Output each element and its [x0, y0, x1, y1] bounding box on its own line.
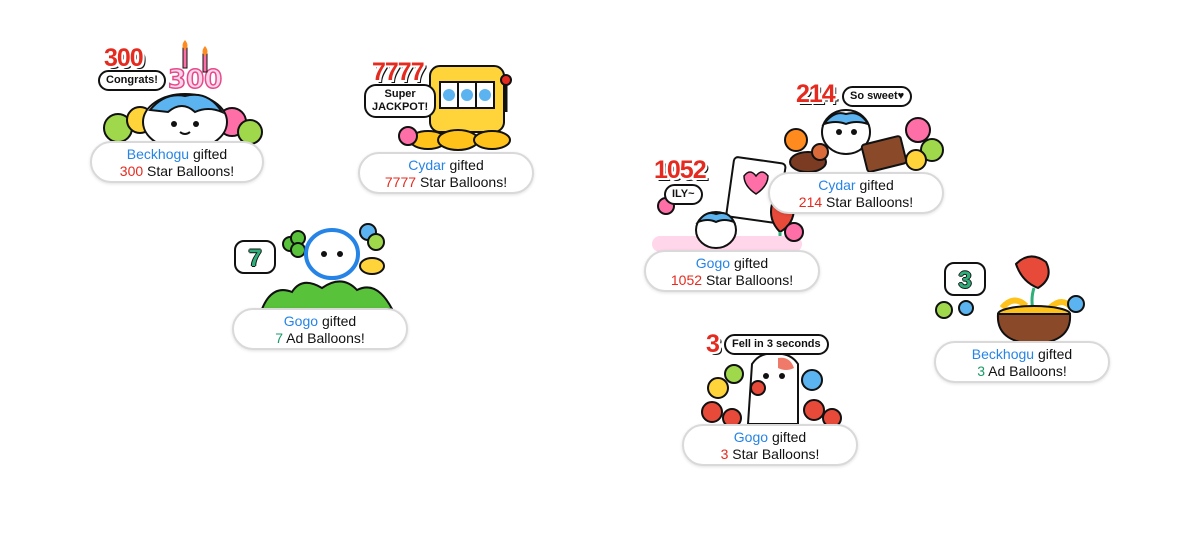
gift-message-pill: Cydar gifted 7777 Star Balloons! [358, 152, 534, 194]
gift-card-gogo-7: 7 Gogo gifted 7 Ad Balloons! [232, 214, 412, 354]
gift-amount: 7777 [384, 174, 417, 190]
gift-verb: gifted [771, 429, 807, 445]
gift-message-pill: Gogo gifted 3 Star Balloons! [682, 424, 858, 466]
gift-line-2: 300 Star Balloons! [92, 163, 262, 180]
gift-speech-bubble: ILY~ [664, 184, 703, 205]
gift-unit: Star Balloons! [732, 446, 820, 462]
gift-message-pill: Cydar gifted 214 Star Balloons! [768, 172, 944, 214]
clover-character-illustration [260, 223, 394, 310]
gift-badge-number: 1052 [654, 156, 707, 184]
gift-message-pill: Beckhogu gifted 300 Star Balloons! [90, 141, 264, 183]
gift-amount: 7 [275, 330, 284, 346]
gift-badge-number: 214 [796, 80, 836, 108]
bubble-line-2: JACKPOT! [372, 101, 429, 113]
gift-username: Gogo [695, 255, 731, 271]
gift-username: Gogo [283, 313, 319, 329]
gift-username: Gogo [733, 429, 769, 445]
gift-line-2: 1052 Star Balloons! [646, 272, 818, 289]
gift-message-pill: Gogo gifted 7 Ad Balloons! [232, 308, 408, 350]
gift-card-cydar-214: 214 So sweet♥ Cydar gifted 214 Star Ball… [768, 76, 948, 216]
gift-card-gogo-3: 3 Fell in 3 seconds Gogo gifted 3 Star B… [682, 328, 862, 468]
gift-badge-number: 300 [104, 44, 144, 72]
gift-line-1: Gogo gifted [684, 429, 856, 446]
gift-card-cydar-7777: 7777 Super JACKPOT! Cydar gifted 7777 St… [358, 52, 538, 197]
slot-machine-illustration [398, 65, 512, 151]
pot-flower-illustration [935, 255, 1085, 346]
gift-verb: gifted [449, 157, 484, 173]
gift-speech-bubble: Congrats! [98, 70, 166, 91]
gift-badge-number: 3 [706, 330, 720, 358]
gift-unit: Ad Balloons! [286, 330, 365, 346]
gift-line-2: 7777 Star Balloons! [360, 174, 532, 191]
gift-card-beckhogu-3: 3 Beckhogu gifted 3 Ad Balloons! [934, 248, 1114, 388]
gift-username: Cydar [818, 177, 856, 193]
gift-badge-number: 7777 [372, 58, 425, 86]
heart-card-illustration [652, 156, 804, 256]
gift-message-pill: Beckhogu gifted 3 Ad Balloons! [934, 341, 1110, 383]
gift-line-1: Gogo gifted [646, 255, 818, 272]
gift-amount: 3 [720, 446, 729, 462]
gift-line-2: 7 Ad Balloons! [234, 330, 406, 347]
gift-verb: gifted [321, 313, 357, 329]
gift-speech-bubble: So sweet♥ [842, 86, 913, 107]
gift-line-2: 3 Star Balloons! [684, 446, 856, 463]
gift-amount: 300 [119, 163, 144, 179]
gift-speech-bubble: Fell in 3 seconds [724, 334, 829, 355]
chocolate-character-illustration [784, 109, 944, 173]
gift-line-1: Cydar gifted [770, 177, 942, 194]
gift-amount: 3 [977, 363, 986, 379]
gift-amount: 1052 [670, 272, 703, 288]
bubble-line-1: Super [384, 88, 416, 100]
gift-badge-number: 3 [944, 262, 986, 296]
gift-badge-number: 7 [234, 240, 276, 274]
gift-verb: gifted [733, 255, 769, 271]
gift-verb: gifted [859, 177, 894, 193]
cake-character-illustration: 300 [103, 40, 263, 151]
gift-line-2: 3 Ad Balloons! [936, 363, 1108, 380]
gift-line-1: Cydar gifted [360, 157, 532, 174]
gift-username: Beckhogu [971, 346, 1035, 362]
gift-amount: 214 [798, 194, 823, 210]
gift-username: Beckhogu [126, 146, 190, 162]
gift-unit: Star Balloons! [826, 194, 914, 210]
gift-verb: gifted [192, 146, 228, 162]
gift-card-gogo-1052: 1052 ILY~ Gogo gifted 1052 Star Balloons… [644, 156, 824, 296]
gift-line-1: Beckhogu gifted [936, 346, 1108, 363]
gift-verb: gifted [1037, 346, 1073, 362]
gift-line-1: Beckhogu gifted [92, 146, 262, 163]
gift-unit: Star Balloons! [419, 174, 508, 190]
gift-unit: Star Balloons! [705, 272, 794, 288]
gift-line-1: Gogo gifted [234, 313, 406, 330]
gift-card-beckhogu-300: 300 300 Congrats! Beckhogu gifted 300 St… [90, 40, 270, 190]
gift-speech-bubble: Super JACKPOT! [364, 84, 437, 118]
gift-unit: Star Balloons! [147, 163, 235, 179]
gift-message-pill: Gogo gifted 1052 Star Balloons! [644, 250, 820, 292]
svg-text:300: 300 [168, 65, 222, 95]
gift-line-2: 214 Star Balloons! [770, 194, 942, 211]
gift-username: Cydar [408, 157, 446, 173]
gift-unit: Ad Balloons! [988, 363, 1067, 379]
